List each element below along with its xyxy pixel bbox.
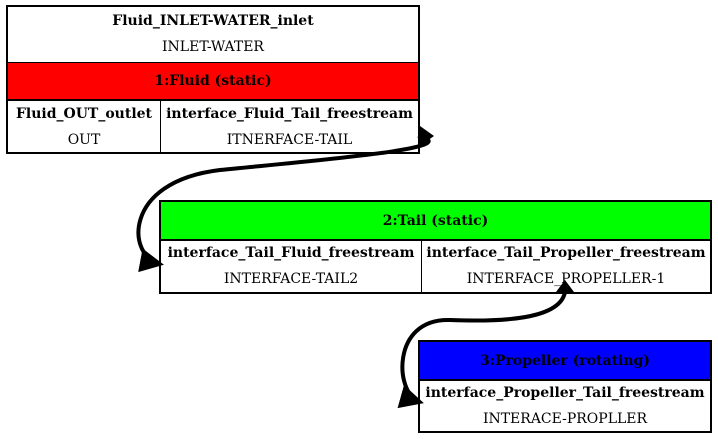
propeller-port-name: INTERACE-PROPLLER bbox=[482, 411, 648, 427]
tail-ports: interface_Tail_Fluid_freestream INTERFAC… bbox=[161, 241, 710, 292]
fluid-title: 1:Fluid (static) bbox=[154, 73, 272, 89]
fluid-port-out: Fluid_OUT_outlet OUT bbox=[8, 101, 160, 152]
tail-title-bar: 2:Tail (static) bbox=[161, 202, 710, 239]
port-label: interface_Tail_Fluid_freestream bbox=[167, 245, 415, 261]
fluid-inlet-name: INLET-WATER bbox=[162, 39, 264, 55]
tail-node: 2:Tail (static) interface_Tail_Fluid_fre… bbox=[159, 200, 712, 294]
tail-title: 2:Tail (static) bbox=[382, 212, 489, 229]
fluid-node: Fluid_INLET-WATER_inlet INLET-WATER 1:Fl… bbox=[6, 5, 420, 154]
divider bbox=[421, 241, 422, 292]
divider bbox=[420, 379, 710, 381]
port-name: OUT bbox=[67, 132, 101, 148]
tail-port-fluid-interface: interface_Tail_Fluid_freestream INTERFAC… bbox=[161, 241, 421, 292]
port-name: INTERFACE-TAIL2 bbox=[223, 271, 359, 287]
fluid-title-bar: 1:Fluid (static) bbox=[8, 63, 418, 99]
propeller-port-label: interface_Propeller_Tail_freestream bbox=[425, 385, 705, 401]
divider bbox=[160, 101, 161, 152]
divider bbox=[161, 239, 710, 241]
edge-start-marker-fluid bbox=[420, 126, 434, 146]
propeller-title: 3:Propeller (rotating) bbox=[480, 352, 650, 369]
fluid-ports: Fluid_OUT_outlet OUT interface_Fluid_Tai… bbox=[8, 101, 418, 152]
fluid-inlet-port: Fluid_INLET-WATER_inlet bbox=[112, 13, 314, 29]
propeller-title-bar: 3:Propeller (rotating) bbox=[420, 342, 710, 379]
port-name: ITNERFACE-TAIL bbox=[226, 132, 353, 148]
divider bbox=[8, 99, 418, 101]
port-label: interface_Fluid_Tail_freestream bbox=[166, 106, 413, 122]
port-label: Fluid_OUT_outlet bbox=[15, 106, 153, 122]
port-name: INTERFACE_PROPELLER-1 bbox=[466, 271, 666, 287]
port-label: interface_Tail_Propeller_freestream bbox=[426, 245, 706, 261]
propeller-node: 3:Propeller (rotating) interface_Propell… bbox=[418, 340, 712, 433]
fluid-port-tail-interface: interface_Fluid_Tail_freestream ITNERFAC… bbox=[161, 101, 418, 152]
tail-port-propeller-interface: interface_Tail_Propeller_freestream INTE… bbox=[422, 241, 710, 292]
